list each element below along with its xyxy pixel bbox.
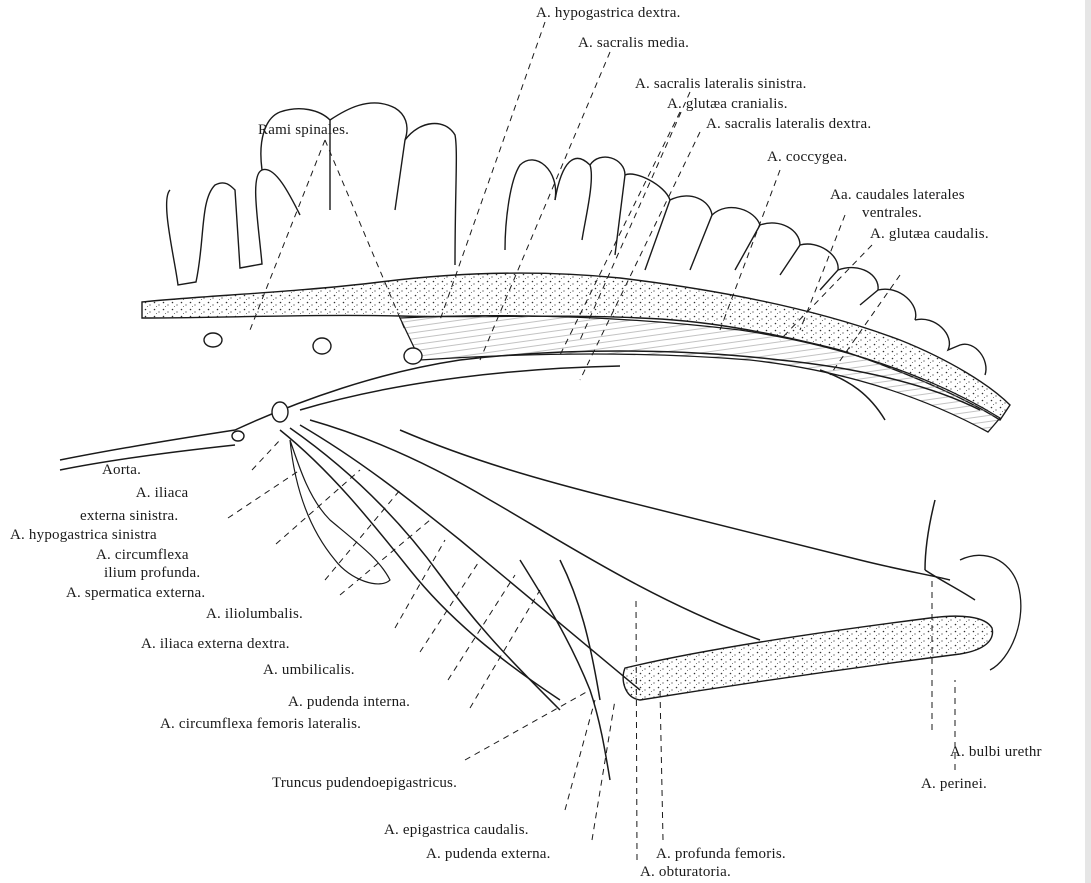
label-iliaca-externa-sinistra-line1: A. iliaca bbox=[112, 485, 212, 502]
label-spermatica-externa: A. spermatica externa. bbox=[66, 585, 205, 602]
page-edge bbox=[1085, 0, 1091, 883]
vessel-cross-sections bbox=[204, 333, 422, 441]
label-profunda-femoris: A. profunda femoris. bbox=[656, 846, 786, 863]
label-caudales-laterales-line1: Aa. caudales laterales bbox=[830, 187, 965, 204]
label-circumflexa-ilium-line1: A. circumflexa bbox=[96, 547, 189, 564]
label-epigastrica-caudalis: A. epigastrica caudalis. bbox=[384, 822, 529, 839]
label-hypogastrica-dextra: A. hypogastrica dextra. bbox=[536, 5, 681, 22]
label-glutaea-cranialis: A. glutæa cranialis. bbox=[667, 96, 788, 113]
label-truncus-pudendoepigastricus: Truncus pudendoepigastricus. bbox=[272, 775, 457, 792]
label-sacralis-media: A. sacralis media. bbox=[578, 35, 689, 52]
label-circumflexa-ilium-line2: ilium profunda. bbox=[104, 565, 200, 582]
label-coccygea: A. coccygea. bbox=[767, 149, 847, 166]
label-hypogastrica-sinistra: A. hypogastrica sinistra bbox=[10, 527, 157, 544]
label-rami-spinales: Rami spinales. bbox=[258, 122, 349, 139]
label-sacralis-lateralis-dextra: A. sacralis lateralis dextra. bbox=[706, 116, 871, 133]
label-aorta: Aorta. bbox=[102, 462, 141, 479]
label-circumflexa-femoris-lateralis: A. circumflexa femoris lateralis. bbox=[160, 716, 361, 733]
label-pudenda-interna: A. pudenda interna. bbox=[288, 694, 410, 711]
leader-lines bbox=[228, 22, 955, 860]
label-caudales-laterales-line2: ventrales. bbox=[862, 205, 922, 222]
label-perinei: A. perinei. bbox=[921, 776, 987, 793]
label-iliaca-externa-sinistra-line2: externa sinistra. bbox=[80, 508, 178, 525]
label-glutaea-caudalis: A. glutæa caudalis. bbox=[870, 226, 989, 243]
label-umbilicalis: A. umbilicalis. bbox=[263, 662, 355, 679]
label-sacralis-lateralis-sinistra: A. sacralis lateralis sinistra. bbox=[635, 76, 807, 93]
label-iliaca-externa-dextra: A. iliaca externa dextra. bbox=[141, 636, 290, 653]
ischium-bone bbox=[623, 616, 992, 700]
label-bulbi-urethrae: A. bulbi urethr bbox=[950, 744, 1042, 761]
label-obturatoria: A. obturatoria. bbox=[640, 864, 731, 881]
label-iliolumbalis: A. iliolumbalis. bbox=[206, 606, 303, 623]
label-pudenda-externa: A. pudenda externa. bbox=[426, 846, 551, 863]
